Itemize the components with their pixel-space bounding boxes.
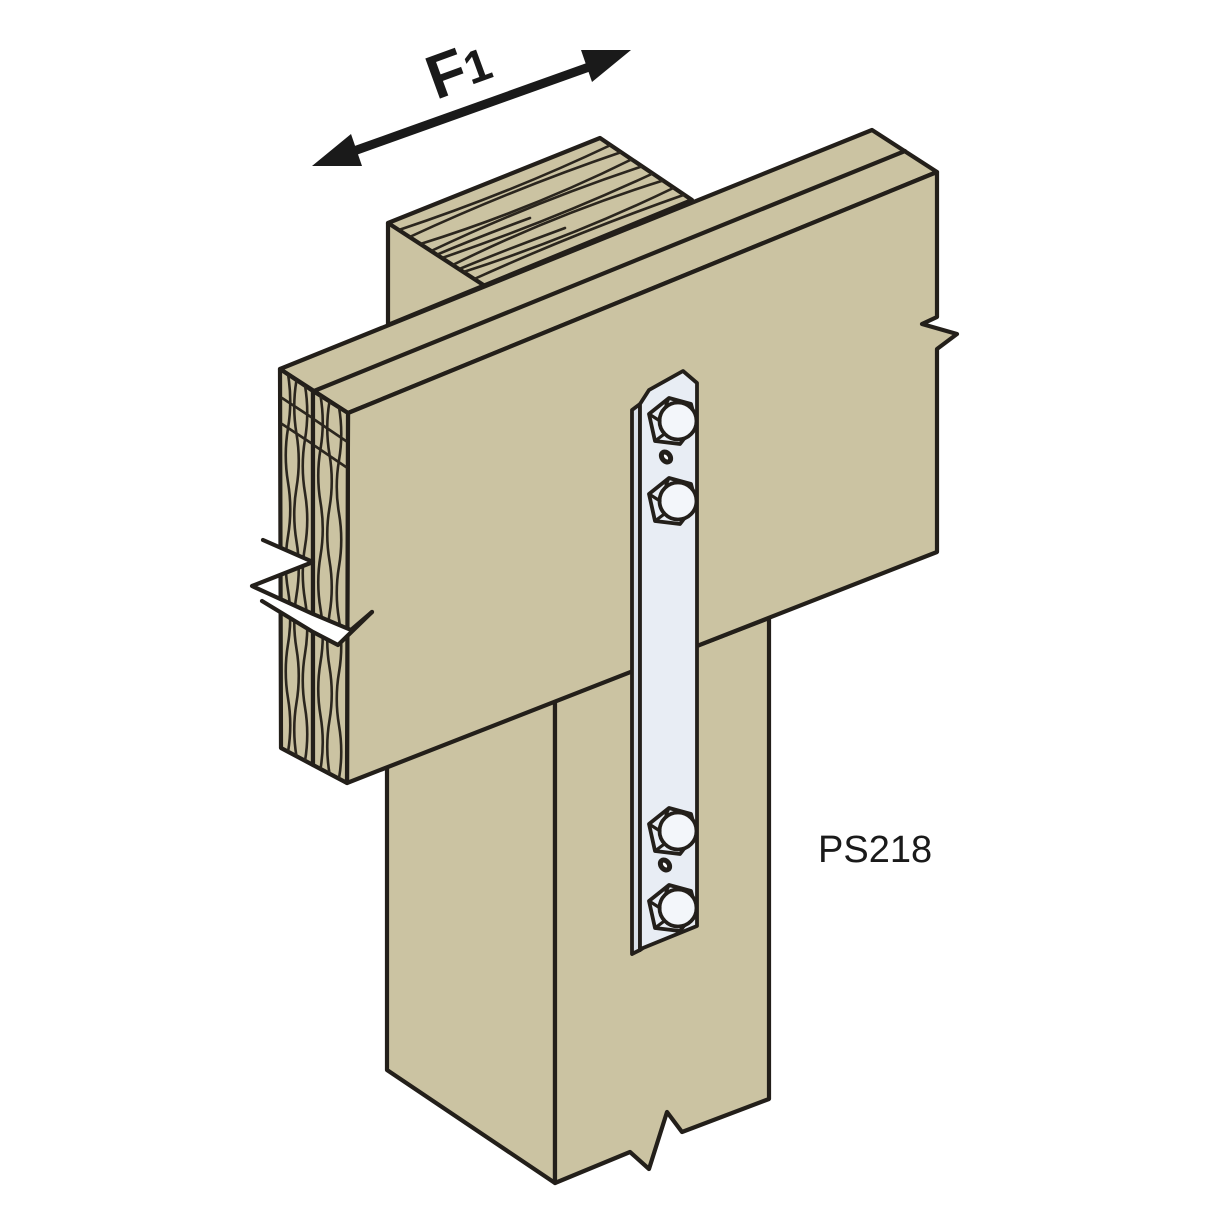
cross-member [385, 135, 695, 328]
nail-hole-2 [657, 857, 673, 873]
beam-break-symbol [249, 537, 375, 648]
wood-grain-line [429, 164, 645, 253]
wood-grain-line [472, 192, 688, 281]
wood-grain-line [397, 143, 613, 232]
wood-grain-line [301, 384, 309, 763]
wood-grain-line [462, 185, 677, 274]
force-arrow-head-left [312, 134, 362, 166]
wood-grain-line [408, 150, 623, 239]
beam-ply-seam-top [311, 148, 908, 394]
wood-grain-line [451, 178, 666, 267]
post-left-face [384, 698, 558, 1186]
wood-grain-line [440, 171, 656, 260]
force-arrow-head-right [581, 50, 631, 82]
part-number-label: PS218 [818, 829, 932, 871]
nail-hole-1 [658, 449, 674, 465]
wood-grain-line [419, 157, 634, 246]
metal-strap [630, 369, 699, 956]
wood-grain-line [316, 394, 325, 771]
wood-grain-line [325, 400, 334, 775]
beam-end-grain-front [313, 394, 348, 780]
force-arrow-shaft [352, 62, 591, 156]
wood-grain-line [335, 406, 343, 780]
cross-member-grain [397, 143, 688, 281]
